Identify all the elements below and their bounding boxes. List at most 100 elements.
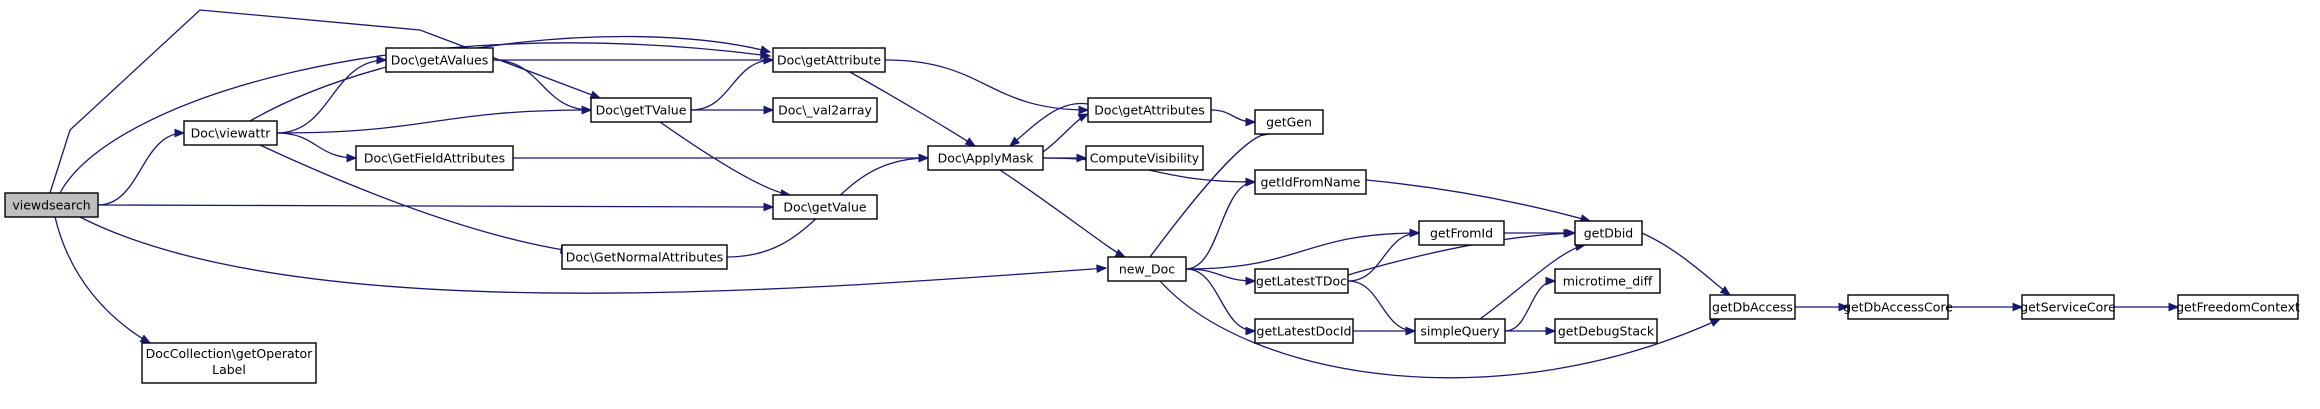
arrow-head-icon — [1409, 228, 1421, 238]
node-val2array[interactable]: Doc\_val2array — [772, 97, 878, 123]
edge-line — [849, 71, 976, 147]
node-label: new_Doc — [1119, 262, 1175, 277]
node-getAttribute[interactable]: Doc\getAttribute — [772, 47, 886, 73]
arrow-head-icon — [763, 55, 775, 65]
node-getLatestDocId[interactable]: getLatestDocId — [1254, 318, 1354, 344]
arrow-head-icon — [1719, 285, 1732, 296]
edge-viewdsearch-to-getTValue — [49, 9, 602, 194]
arrow-head-icon — [1245, 177, 1257, 187]
edge-getLatestTDoc-to-getFromId — [1347, 228, 1421, 282]
edge-new_Doc-to-getLatestDocId — [1185, 268, 1257, 336]
node-label: Doc\getAValues — [391, 53, 488, 68]
edge-viewattr-to-getTValue — [276, 105, 593, 134]
node-getDebugStack[interactable]: getDebugStack — [1554, 318, 1658, 344]
node-getAttributes[interactable]: Doc\getAttributes — [1087, 97, 1212, 123]
node-label: getGen — [1266, 115, 1312, 130]
arrow-head-icon — [1545, 276, 1557, 286]
arrow-head-icon — [376, 55, 388, 65]
arrow-head-icon — [1709, 318, 1722, 327]
edge-getLatestTDoc-to-simpleQuery — [1347, 280, 1417, 336]
node-box — [2021, 294, 2115, 320]
arrow-head-icon — [759, 45, 772, 54]
node-label: Doc\getTValue — [596, 103, 687, 118]
arrow-head-icon — [1078, 105, 1090, 115]
node-label: getFromId — [1430, 226, 1493, 241]
node-microtime_diff[interactable]: microtime_diff — [1554, 268, 1661, 294]
edge-simpleQuery-to-getDebugStack — [1505, 326, 1557, 336]
node-label: getServiceCore — [2020, 300, 2116, 315]
node-box — [1574, 220, 1643, 246]
node-label: viewdsearch — [12, 198, 90, 213]
node-getDbid[interactable]: getDbid — [1574, 220, 1643, 246]
node-getFromId[interactable]: getFromId — [1418, 220, 1505, 246]
node-box — [1414, 318, 1506, 344]
edge-new_Doc-to-getFromId — [1185, 228, 1421, 270]
node-label: getLatestDocId — [1257, 324, 1352, 339]
arrow-head-icon — [1245, 326, 1257, 336]
edge-line — [49, 9, 601, 194]
node-box — [385, 47, 494, 73]
node-getTValue[interactable]: Doc\getTValue — [590, 97, 692, 123]
edge-getAValues-to-getAttribute — [493, 55, 775, 65]
node-box — [772, 194, 878, 220]
node-label: Doc\getAttributes — [1094, 103, 1205, 118]
edge-line — [1185, 232, 1420, 270]
node-getAValues[interactable]: Doc\getAValues — [385, 47, 494, 73]
edge-line — [97, 204, 774, 208]
edge-getTValue-to-getAttribute — [690, 55, 775, 111]
arrow-head-icon — [918, 153, 930, 163]
node-simpleQuery[interactable]: simpleQuery — [1414, 318, 1506, 344]
node-label: getDbAccess — [1712, 300, 1793, 315]
arrow-head-icon — [589, 90, 602, 99]
edge-line — [884, 59, 1089, 111]
arrow-head-icon — [174, 128, 186, 138]
node-box — [1087, 97, 1212, 123]
node-label: Doc\getAttribute — [777, 53, 881, 68]
node-getValue[interactable]: Doc\getValue — [772, 194, 878, 220]
edge-line — [1365, 179, 1591, 222]
edge-simpleQuery-to-microtime_diff — [1504, 276, 1557, 332]
edge-getLatestDocId-to-simpleQuery — [1353, 326, 1417, 336]
edge-line — [1009, 102, 1089, 147]
edge-getDbAccessCore-to-getServiceCore — [1947, 302, 2024, 312]
edge-new_Doc-to-getIdFromName — [1185, 177, 1257, 270]
node-viewdsearch[interactable]: viewdsearch — [4, 192, 99, 218]
arrow-head-icon — [1076, 153, 1088, 163]
node-getDbAccess[interactable]: getDbAccess — [1709, 294, 1796, 320]
node-ApplyMask[interactable]: Doc\ApplyMask — [927, 145, 1044, 171]
edge-new_Doc-to-getLatestTDoc — [1185, 268, 1257, 286]
nodes-layer: viewdsearch Doc\viewattrDocCollection\get… — [4, 47, 2300, 384]
node-getDbAccessCore[interactable]: getDbAccessCore — [1843, 294, 1953, 320]
node-getServiceCore[interactable]: getServiceCore — [2020, 294, 2116, 320]
node-label: microtime_diff — [1563, 274, 1653, 289]
edge-viewdsearch-to-viewattr — [97, 128, 186, 206]
edge-getAttribute-to-getAttributes — [884, 59, 1090, 115]
node-box — [561, 244, 728, 270]
node-box — [1554, 268, 1661, 294]
node-label: Doc\GetNormalAttributes — [566, 250, 724, 265]
edge-line — [1504, 280, 1556, 332]
arrow-head-icon — [2012, 302, 2024, 312]
edge-getAttributes-to-ApplyMask — [1008, 102, 1089, 147]
node-box — [183, 120, 278, 146]
arrow-head-icon — [763, 202, 775, 212]
node-GetFieldAttributes[interactable]: Doc\GetFieldAttributes — [355, 145, 514, 171]
node-getIdFromName[interactable]: getIdFromName — [1254, 169, 1367, 195]
node-getGen[interactable]: getGen — [1254, 109, 1324, 135]
edges-layer — [49, 9, 2180, 379]
arrow-head-icon — [1077, 113, 1090, 122]
node-ComputeVisibility[interactable]: ComputeVisibility — [1085, 145, 1204, 171]
node-label: ComputeVisibility — [1090, 151, 1200, 166]
edge-viewattr-to-getAValues — [276, 55, 388, 134]
edge-ApplyMask-to-new_Doc — [999, 169, 1127, 258]
arrow-head-icon — [581, 105, 593, 115]
node-new_Doc[interactable]: new_Doc — [1107, 256, 1187, 282]
node-GetNormalAttributes[interactable]: Doc\GetNormalAttributes — [561, 244, 728, 270]
edge-getTValue-to-val2array — [691, 105, 775, 115]
node-viewattr[interactable]: Doc\viewattr — [183, 120, 278, 146]
edge-viewattr-to-getAttribute — [249, 35, 772, 122]
node-getLatestTDoc[interactable]: getLatestTDoc — [1254, 268, 1349, 294]
node-getFreedomContext[interactable]: getFreedomContext — [2176, 294, 2300, 320]
node-label: Label — [212, 362, 246, 377]
